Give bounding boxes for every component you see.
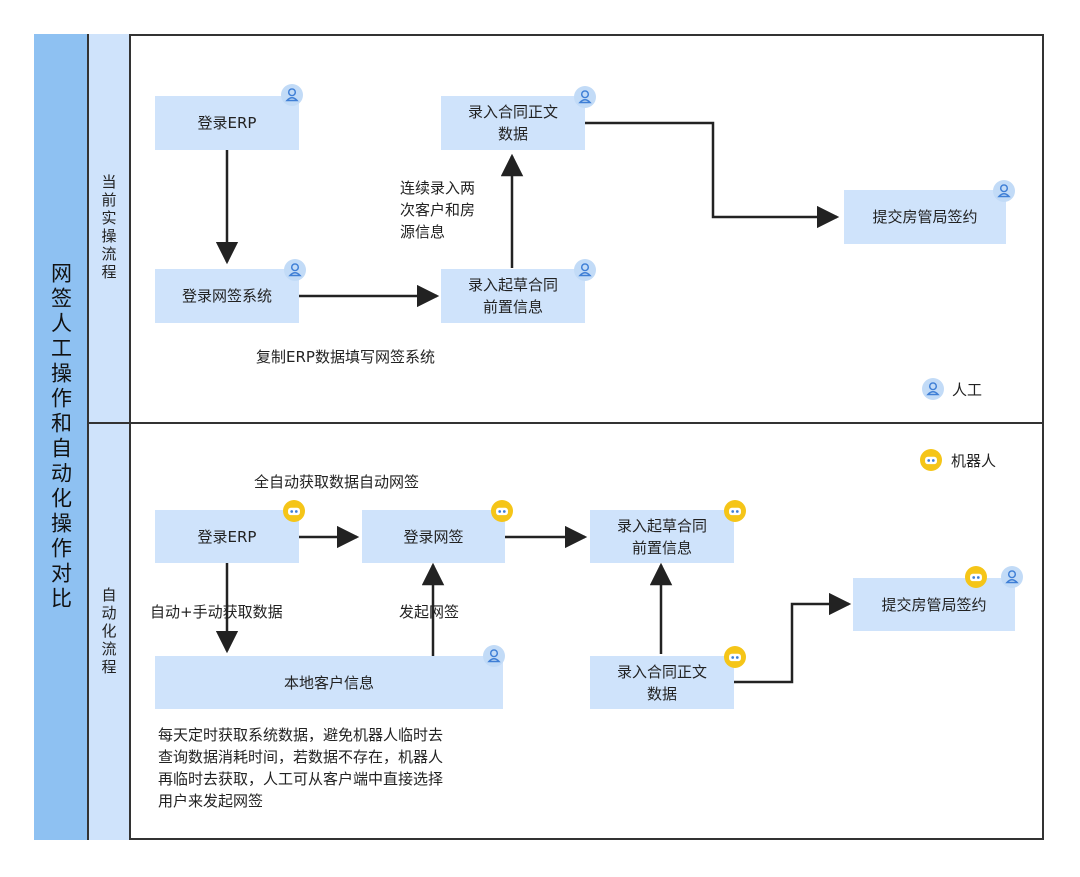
legend-human-label: 人工	[952, 381, 983, 399]
diagram-frame	[34, 34, 1044, 840]
node-label: 登录网签系统	[181, 287, 272, 305]
node-label: 录入起草合同 前置信息	[616, 516, 707, 557]
legend-robot-label: 机器人	[951, 452, 997, 470]
note-full-auto: 全自动获取数据自动网签	[254, 473, 420, 491]
human-icon	[993, 180, 1015, 202]
node-label: 登录ERP	[197, 527, 257, 546]
node-current-submit-sign: 提交房管局签约	[844, 190, 1006, 244]
lane-divider	[89, 422, 1044, 424]
lane-title-current: 当前实操流程	[99, 174, 118, 282]
human-icon	[574, 259, 596, 281]
node-label: 本地客户信息	[283, 673, 374, 692]
node-auto-local-customer: 本地客户信息	[155, 656, 503, 709]
robot-icon	[965, 566, 987, 588]
diagram-title: 网签人工操作和自动化操作对比	[48, 262, 73, 612]
lane-title-auto: 自动化流程	[99, 587, 118, 677]
node-label: 录入合同正文 数据	[616, 662, 707, 703]
robot-icon	[283, 500, 305, 522]
note-daily-fetch: 每天定时获取系统数据，避免机器人临时去 查询数据消耗时间，若数据不存在，机器人 …	[158, 726, 444, 810]
human-icon	[284, 259, 306, 281]
node-auto-draft-pre: 录入起草合同 前置信息	[590, 510, 734, 563]
note-copy-erp: 复制ERP数据填写网签系统	[256, 348, 435, 366]
lane-label-current: 当前实操流程	[89, 34, 131, 422]
human-icon	[281, 84, 303, 106]
human-icon	[483, 645, 505, 667]
legend-robot-icon	[920, 449, 942, 471]
legend-human-icon	[922, 378, 944, 400]
node-current-contract-text: 录入合同正文 数据	[441, 96, 585, 150]
node-auto-submit-sign: 提交房管局签约	[853, 578, 1015, 631]
human-icon	[574, 86, 596, 108]
node-label: 登录ERP	[197, 114, 257, 132]
robot-icon	[724, 646, 746, 668]
node-current-login-erp: 登录ERP	[155, 96, 299, 150]
human-icon	[1001, 566, 1023, 588]
node-current-draft-pre: 录入起草合同 前置信息	[441, 269, 585, 323]
node-auto-login-netsign: 登录网签	[362, 510, 505, 563]
node-label: 录入起草合同 前置信息	[467, 276, 558, 316]
node-label: 录入合同正文 数据	[467, 103, 558, 143]
note-initiate-netsign: 发起网签	[399, 603, 460, 621]
robot-icon	[724, 500, 746, 522]
node-auto-login-erp: 登录ERP	[155, 510, 299, 563]
node-label: 提交房管局签约	[881, 595, 987, 614]
node-label: 提交房管局签约	[872, 208, 978, 226]
node-current-login-netsign: 登录网签系统	[155, 269, 299, 323]
note-repeat-entry: 连续录入两 次客户和房 源信息	[400, 179, 476, 241]
title-column: 网签人工操作和自动化操作对比	[34, 34, 89, 840]
note-auto-manual-fetch: 自动+手动获取数据	[150, 603, 283, 621]
node-label: 登录网签	[403, 527, 464, 546]
lane-label-auto: 自动化流程	[89, 424, 131, 840]
node-auto-contract-text: 录入合同正文 数据	[590, 656, 734, 709]
robot-icon	[491, 500, 513, 522]
